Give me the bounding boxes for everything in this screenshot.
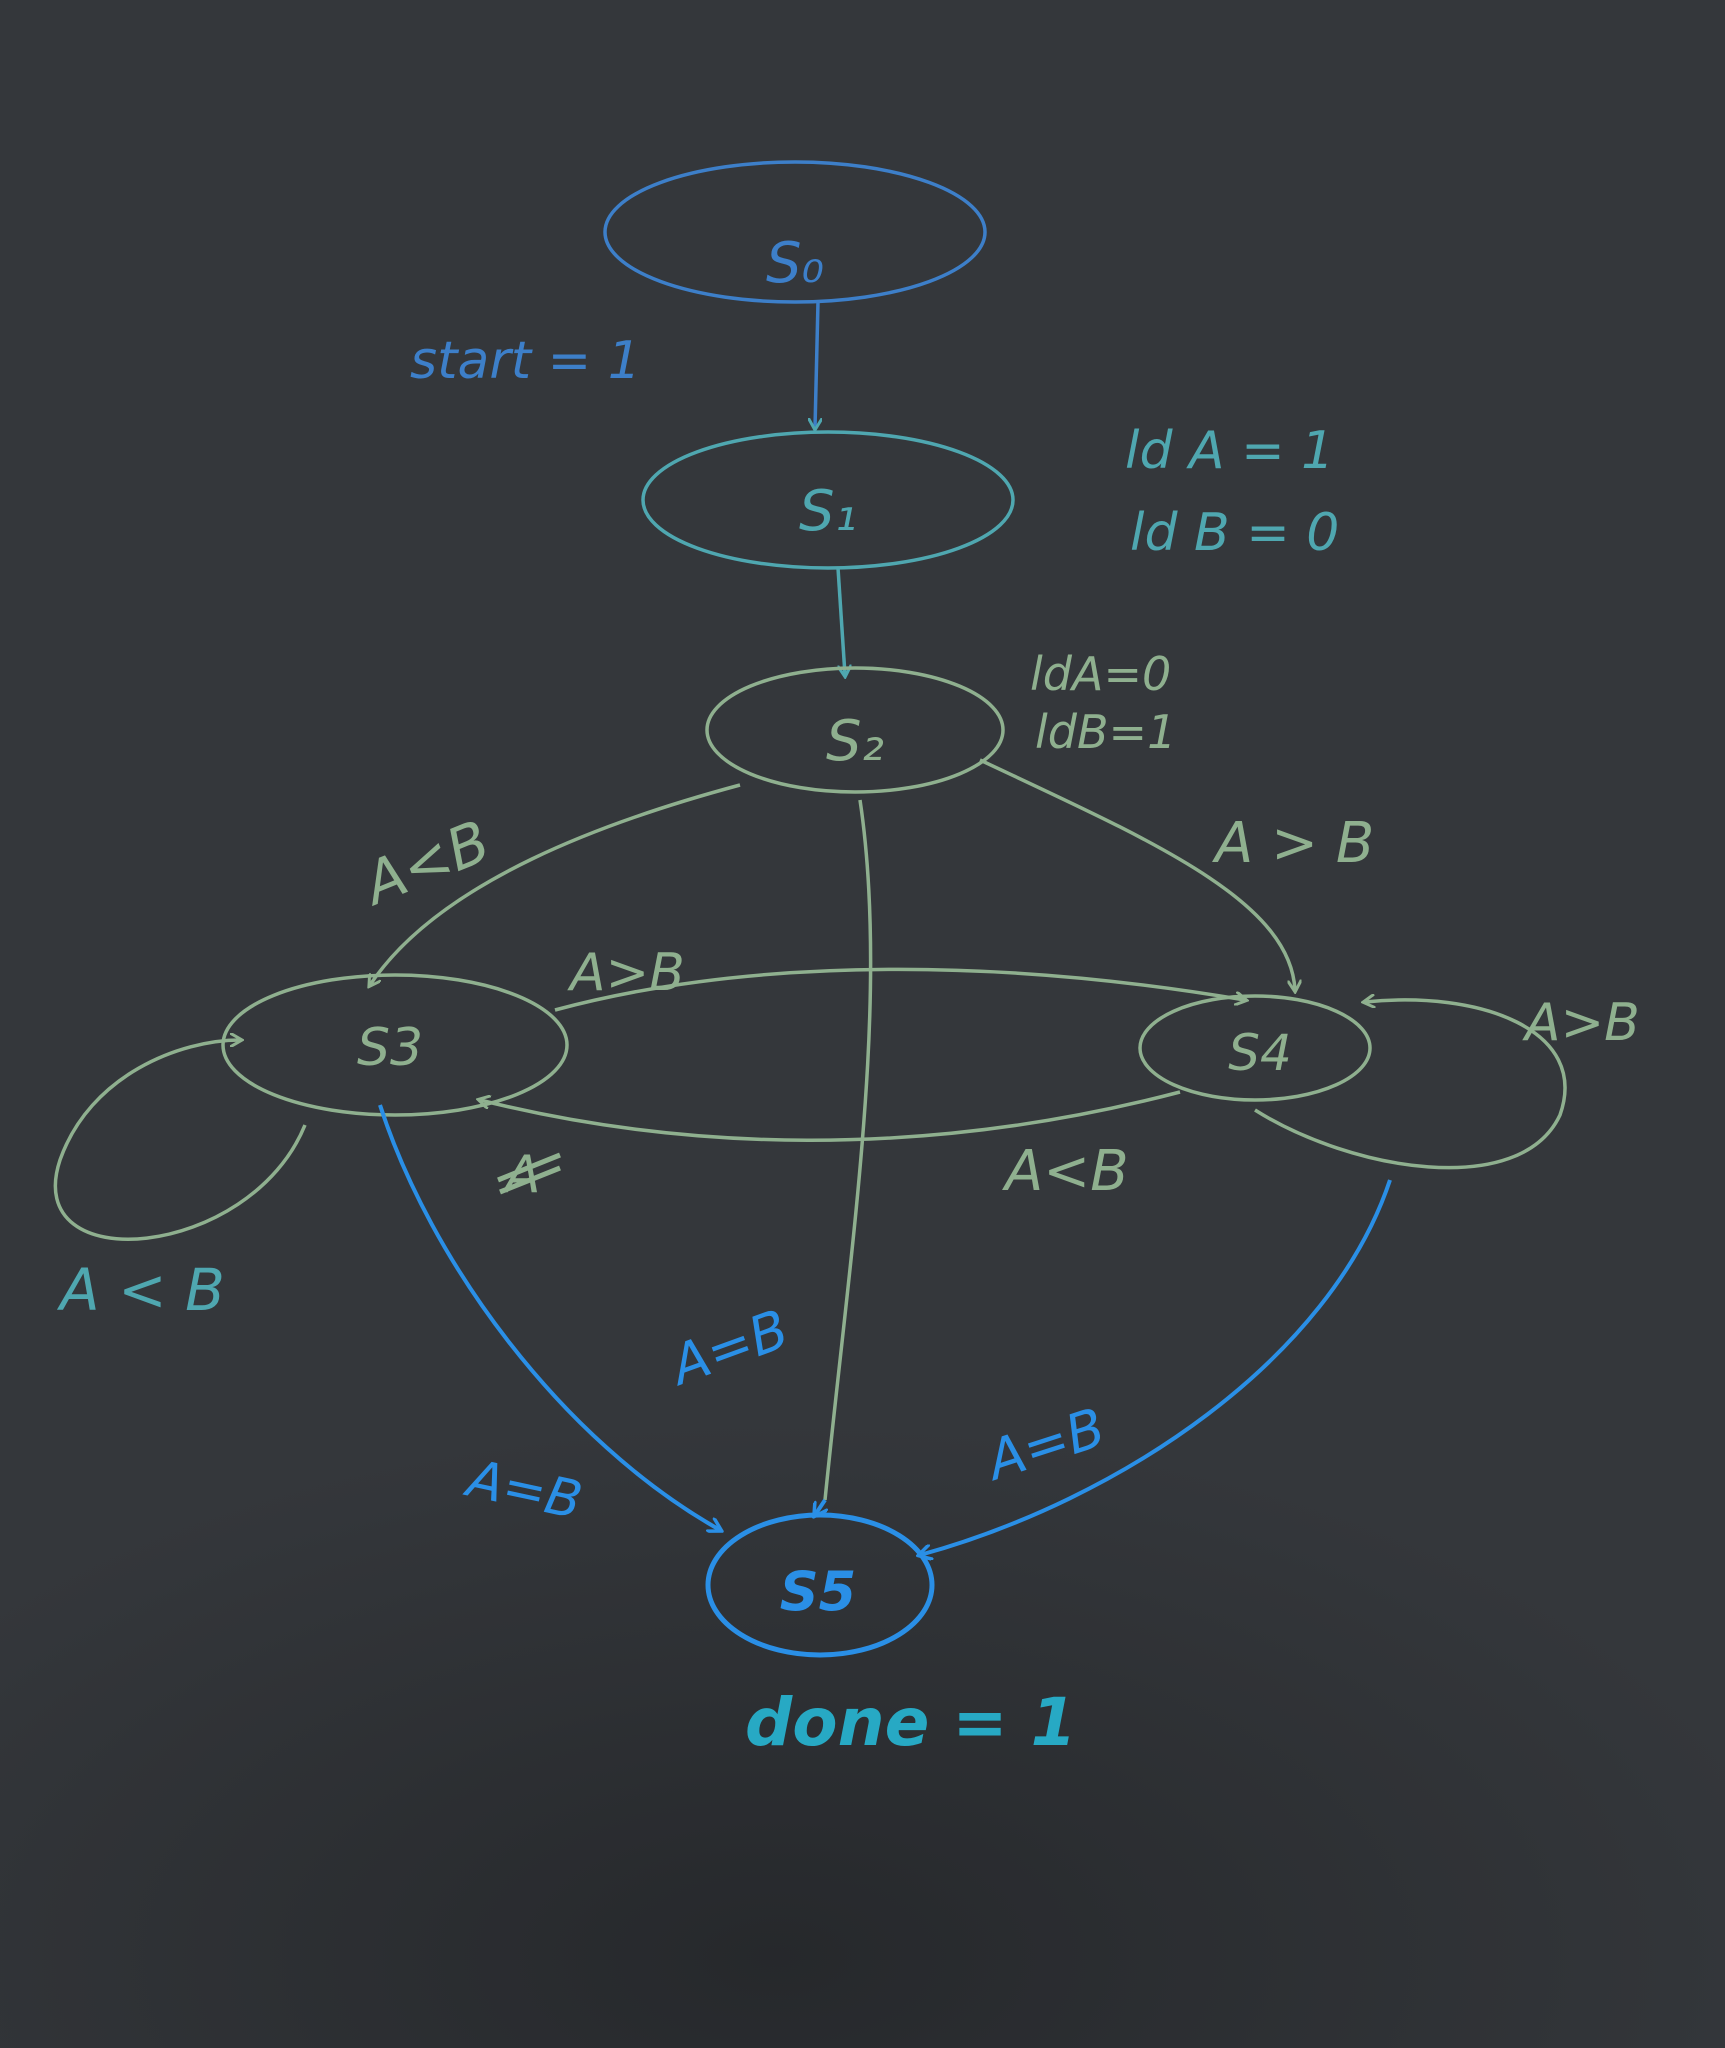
edge-s3-s5	[378, 1104, 720, 1530]
state-s0-label: S₀	[766, 231, 824, 296]
edge-s0-s1	[815, 301, 818, 428]
label-s2-s4: A > B	[1212, 811, 1374, 876]
edge-s2-s5-tip	[815, 1498, 825, 1515]
edge-s4-s5	[920, 1179, 1392, 1555]
state-s5: S5	[705, 1512, 935, 1658]
label-s2-ldA: ldA=0	[1030, 647, 1171, 701]
edge-s2-s3	[370, 783, 741, 985]
label-s2-ldB: ldB=1	[1035, 705, 1176, 759]
edge-s1-s2	[836, 567, 845, 675]
state-s1-label: S₁	[799, 479, 857, 544]
label-start: start = 1	[410, 331, 641, 391]
edge-s2-s5	[823, 799, 873, 1501]
edge-s2-s4	[979, 758, 1295, 990]
edge-s3-s4	[554, 967, 1245, 1012]
state-s5-label: S5	[780, 1560, 856, 1623]
label-s2-s3: A<B	[351, 807, 499, 920]
state-s4: S4	[1138, 994, 1372, 1102]
scribble-strike	[497, 1152, 561, 1195]
state-s4-circle	[1138, 994, 1372, 1102]
state-s1-circle	[641, 430, 1015, 570]
label-s3-s4: A>B	[567, 943, 685, 1003]
state-s0-circle	[603, 160, 987, 304]
state-s2-label: S₂	[826, 709, 884, 774]
state-s2: S₂	[705, 666, 1005, 794]
state-s3-label: S3	[357, 1018, 423, 1078]
label-s1-ldA: ld A = 1	[1125, 421, 1334, 481]
board-shadow	[0, 1150, 1725, 2048]
label-done: done = 1	[745, 1684, 1077, 1761]
label-s3-self: A < B	[56, 1256, 225, 1324]
state-s3-circle	[221, 973, 569, 1117]
state-s0: S₀	[603, 160, 987, 304]
edge-s4-self	[1254, 1000, 1567, 1170]
state-s2-circle	[705, 666, 1005, 794]
state-s1: S₁	[641, 430, 1015, 570]
state-s5-circle	[705, 1512, 935, 1658]
label-s1-ldB: ld B = 0	[1130, 503, 1339, 563]
label-s4-s3: A<B	[1002, 1139, 1129, 1204]
state-s4-label: S4	[1228, 1024, 1292, 1082]
state-s3: S3	[221, 973, 569, 1117]
edge-s4-s3	[480, 1090, 1181, 1142]
edge-s3-self	[53, 1040, 307, 1241]
label-s4-self: A>B	[1522, 993, 1640, 1053]
